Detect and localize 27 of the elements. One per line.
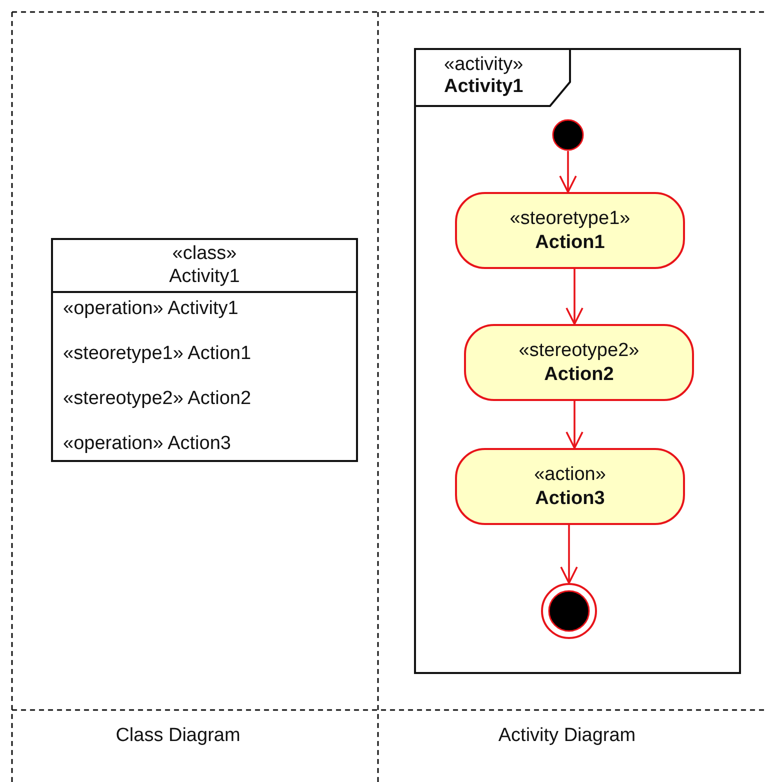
arrow — [559, 151, 577, 194]
operation-text: «stereotype2» Action2 — [63, 387, 252, 410]
activity-frame — [414, 48, 741, 674]
class-name: Activity1 — [169, 265, 240, 288]
arrow — [566, 269, 584, 326]
action-name: Action2 — [544, 362, 614, 386]
action-box — [455, 448, 685, 525]
action-box — [455, 192, 685, 269]
stereotype-label: «action» — [534, 462, 606, 486]
operation-text: «operation» Action3 — [63, 432, 232, 455]
action-name: Action1 — [535, 230, 605, 254]
final-node — [541, 583, 597, 639]
stereotype-label: «activity» — [444, 54, 524, 76]
operation-text: «steoretype1» Action1 — [63, 342, 252, 365]
initial-node — [552, 119, 584, 151]
diagram-caption: Activity Diagram — [498, 725, 636, 747]
action-name: Action3 — [535, 486, 605, 510]
stereotype-label: «steoretype1» — [510, 206, 630, 230]
arrow — [560, 525, 578, 586]
action-box — [464, 324, 694, 401]
diagram-caption: Class Diagram — [116, 725, 240, 747]
operation-text: «operation» Activity1 — [63, 297, 240, 320]
class-box — [51, 238, 358, 462]
stereotype-label: «stereotype2» — [518, 338, 640, 362]
arrow — [566, 401, 584, 450]
stereotype-label: «class» — [172, 242, 237, 265]
activity-name: Activity1 — [444, 76, 524, 98]
